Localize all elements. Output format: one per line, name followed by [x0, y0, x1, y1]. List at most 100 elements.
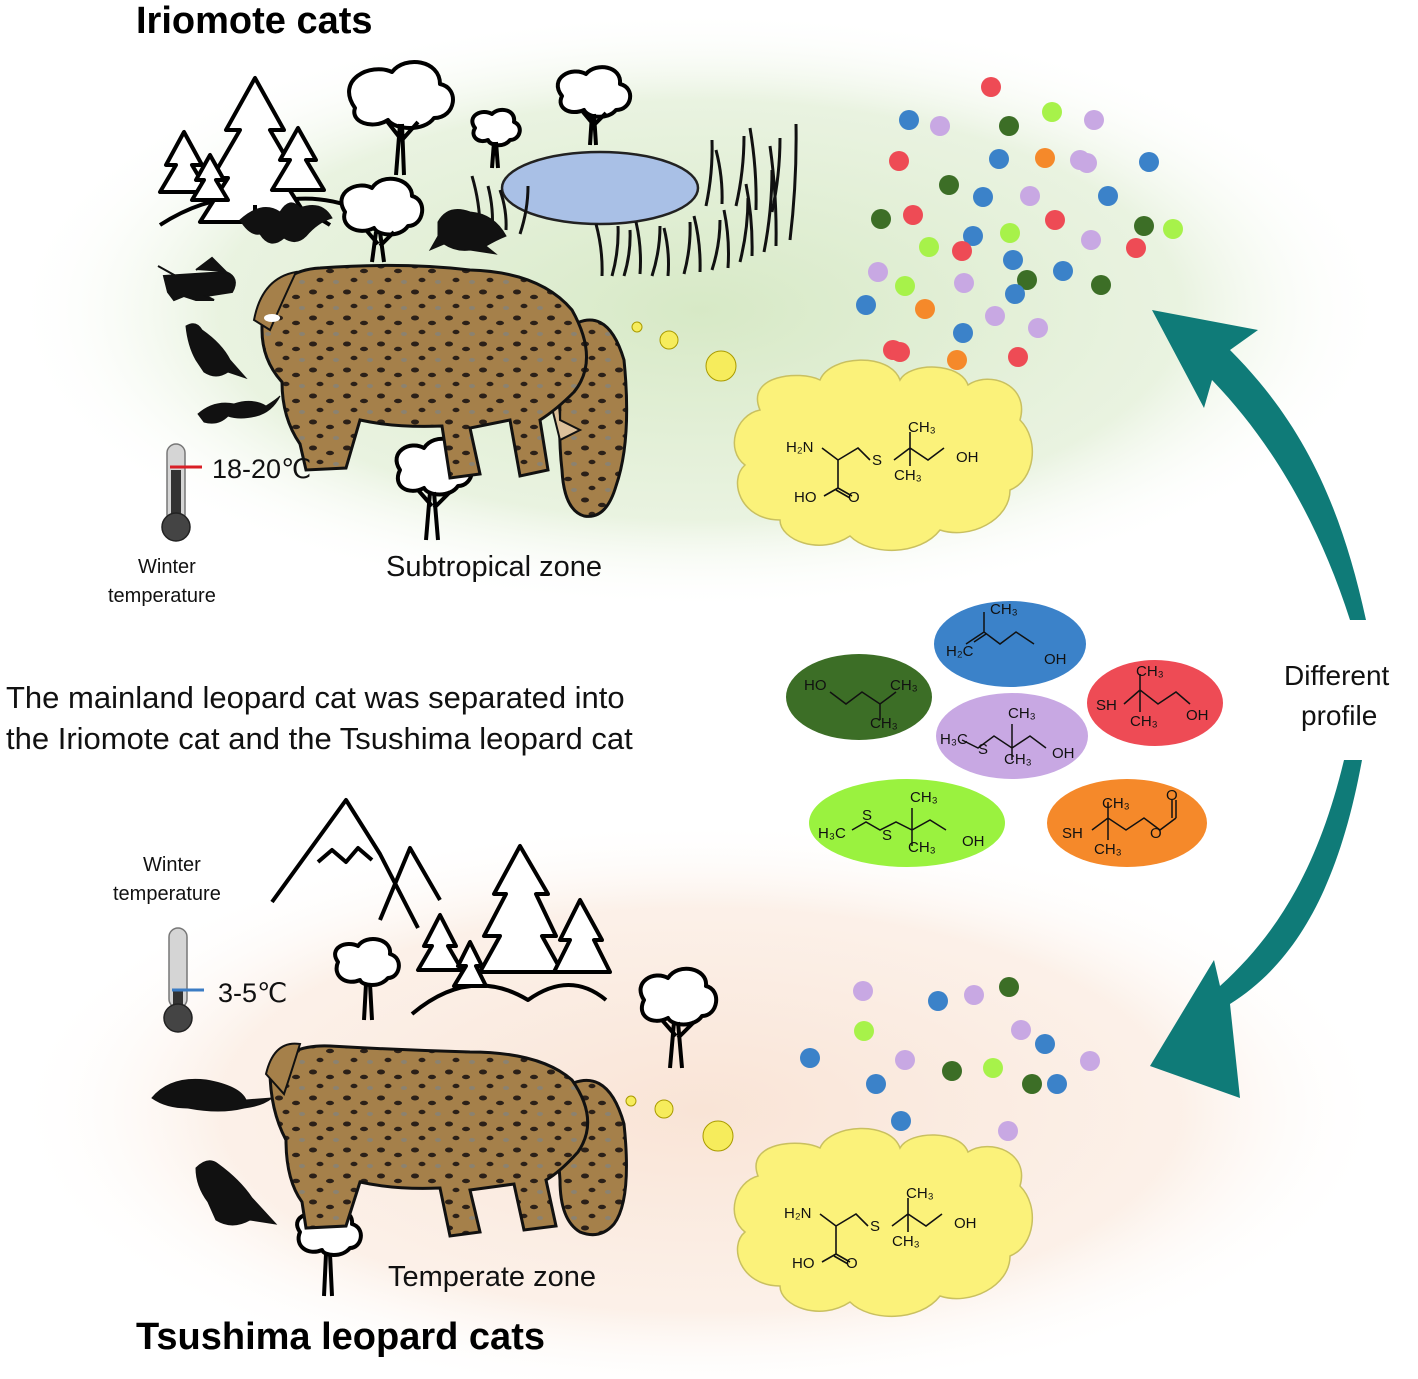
orange-o-upper: O	[1166, 787, 1178, 804]
arrow-up-to-top	[1152, 310, 1366, 620]
grass-blade	[748, 127, 758, 211]
top-dot-red	[903, 205, 923, 225]
top-dot-purple	[1081, 230, 1101, 250]
grass-blade	[594, 223, 604, 277]
lime-s2: S	[882, 827, 892, 844]
bat-silhouette	[239, 202, 333, 244]
bottom-temperature-caption-line1: Winter	[143, 854, 201, 876]
cloud-bottom-ch3-upper: CH₃	[906, 1185, 934, 1202]
pigeon-silhouette-bottom	[195, 1160, 278, 1226]
top-temperature-caption-line1: Winter	[138, 556, 196, 578]
bottom-volatile-dots	[800, 977, 1100, 1141]
bottom-temperature-value: 3-5℃	[218, 978, 288, 1008]
cloud-bottom-s: S	[870, 1218, 880, 1235]
top-dot-red	[889, 151, 909, 171]
grasshopper-silhouette	[157, 256, 236, 302]
top-dot-blue	[973, 187, 993, 207]
grass-illustration	[470, 123, 798, 277]
red-sh: SH	[1096, 697, 1117, 714]
cloud-top-h2n: H₂N	[786, 439, 814, 456]
top-dot-purple	[930, 116, 950, 136]
cloud-bottom-o: O	[846, 1255, 858, 1272]
purple-s: S	[978, 741, 988, 758]
top-dot-blue	[1098, 186, 1118, 206]
pigeon-silhouette	[185, 323, 248, 380]
cloud-top-s: S	[872, 452, 882, 469]
bottom-dot-purple	[895, 1050, 915, 1070]
grass-blade	[710, 219, 722, 271]
pond-illustration	[500, 150, 700, 226]
bottom-dot-blue	[866, 1074, 886, 1094]
top-dot-purple	[1070, 150, 1090, 170]
arrow-down-to-bottom	[1150, 760, 1362, 1098]
top-dot-blue	[1139, 152, 1159, 172]
lizard-silhouette	[197, 395, 281, 424]
cloud-top-ch3-lower: CH₃	[894, 467, 922, 484]
bottom-dot-purple	[853, 981, 873, 1001]
top-dot-blue	[899, 110, 919, 130]
green-ch3-right: CH₃	[890, 677, 918, 694]
purple-ch3-lower: CH₃	[1004, 751, 1032, 768]
round-tree-2	[555, 65, 632, 146]
orange-o-lower: O	[1150, 825, 1162, 842]
bottom-dot-blue	[800, 1048, 820, 1068]
scent-bubble-medium	[659, 330, 679, 350]
cloud-bottom-oh: OH	[954, 1215, 977, 1232]
cloud-top-ho: HO	[794, 489, 817, 506]
different-profile-arrows	[1150, 310, 1366, 1098]
compound-oval-purple: CH₃ H₃C S CH₃ OH	[936, 693, 1088, 779]
top-compound-cloud: H₂N HO O S CH₃ CH₃ OH	[733, 359, 1034, 552]
round-tree-4	[339, 176, 424, 263]
top-dot-orange	[1035, 148, 1055, 168]
grass-blade	[692, 215, 702, 273]
top-dot-red	[1045, 210, 1065, 230]
purple-h3c: H₃C	[940, 731, 968, 748]
top-dot-lime	[1000, 223, 1020, 243]
compound-oval-dark-green: HO CH₃ CH₃	[786, 654, 932, 740]
bottom-dot-dark-green	[1022, 1074, 1042, 1094]
different-profile-line1: Different	[1284, 660, 1390, 691]
green-ho: HO	[804, 677, 827, 694]
thermometer-top	[161, 443, 202, 542]
red-ch3-lower: CH₃	[1130, 713, 1158, 730]
animal-silhouettes-top	[157, 202, 507, 424]
center-note: The mainland leopard cat was separated i…	[6, 677, 633, 759]
bottom-dot-lime	[854, 1021, 874, 1041]
purple-oh: OH	[1052, 745, 1075, 762]
top-dot-red	[981, 77, 1001, 97]
grass-blade	[762, 169, 774, 253]
bottom-dot-dark-green	[999, 977, 1019, 997]
scent-bubble-large	[705, 350, 737, 382]
bottom-dot-blue	[891, 1111, 911, 1131]
top-dot-lime	[919, 237, 939, 257]
iriomote-cat-illustration	[252, 263, 629, 518]
bottom-dot-lime	[983, 1058, 1003, 1078]
bottom-dot-purple	[998, 1121, 1018, 1141]
scent-bubble-small	[631, 321, 643, 333]
top-dot-dark-green	[999, 116, 1019, 136]
top-dot-lime	[1042, 102, 1062, 122]
top-dot-red	[890, 342, 910, 362]
round-tree-1	[347, 60, 455, 176]
rat-silhouette	[151, 1078, 274, 1112]
grass-blade	[722, 209, 730, 269]
red-oh: OH	[1186, 707, 1209, 724]
grass-blade	[622, 229, 632, 277]
cloud-top-ch3-upper: CH₃	[908, 419, 936, 436]
bottom-dot-dark-green	[942, 1061, 962, 1081]
top-dot-dark-green	[1091, 275, 1111, 295]
tsushima-cat-illustration	[264, 1042, 628, 1238]
grass-blade	[518, 185, 530, 235]
cloud-top-o: O	[848, 489, 860, 506]
grass-blade	[634, 221, 642, 275]
volatile-compound-ovals: CH₃ H₂C OH HO CH₃ CH₃ CH₃ SH CH₃ OH CH₃ …	[786, 601, 1223, 867]
orange-ch3-lower: CH₃	[1094, 841, 1122, 858]
grass-blade	[770, 137, 782, 213]
orange-sh: SH	[1062, 825, 1083, 842]
purple-ch3-upper: CH₃	[1008, 705, 1036, 722]
top-dot-red	[1126, 238, 1146, 258]
lime-h3c: H₃C	[818, 825, 846, 842]
round-tree-3	[470, 107, 522, 169]
grass-blade	[682, 221, 692, 275]
